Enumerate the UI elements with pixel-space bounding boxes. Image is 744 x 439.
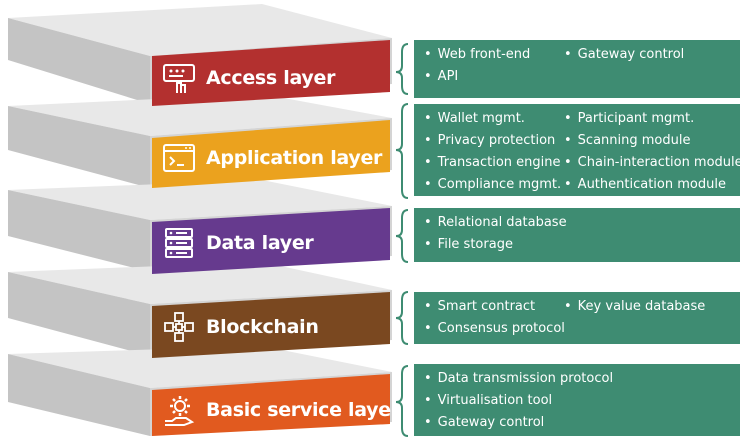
panel-item: Participant mgmt. (564, 109, 740, 128)
gear-hand-icon (165, 396, 195, 426)
basic-service-layer-label: Basic service layer (162, 390, 400, 430)
basic-service-layer-panel: Data transmission protocol Virtualisatio… (414, 364, 740, 436)
panel-item: Consensus protocol (424, 319, 740, 338)
panel-item: Relational database (424, 213, 740, 232)
panel-item: Compliance mgmt. (424, 175, 564, 194)
data-layer-title: Data layer (206, 232, 314, 254)
panel-item: Key value database (564, 297, 740, 316)
panel-item: Gateway control (424, 413, 740, 432)
data-layer-face (152, 208, 390, 274)
panel-item: Gateway control (564, 45, 740, 64)
panel-item: Scanning module (564, 131, 740, 150)
data-layer-label: Data layer (162, 222, 314, 264)
blockchain-layer-panel: Smart contract Key value database Consen… (414, 292, 740, 344)
panel-item: API (424, 67, 564, 86)
panel-item: File storage (424, 235, 740, 254)
access-layer-title: Access layer (206, 67, 336, 89)
panel-item: Privacy protection (424, 131, 564, 150)
server-stack-icon (165, 228, 193, 258)
panel-item: Smart contract (424, 297, 564, 316)
panel-item: Authentication module (564, 175, 740, 194)
blockchain-layer-title: Blockchain (206, 316, 319, 338)
access-layer-face (152, 40, 390, 106)
blockchain-layer-label: Blockchain (162, 306, 319, 348)
application-layer-panel: Wallet mgmt. Participant mgmt. Privacy p… (414, 104, 743, 196)
application-layer-title: Application layer (206, 147, 383, 169)
network-cubes-icon (164, 312, 194, 342)
panel-item: Chain-interaction module (564, 153, 743, 172)
access-layer-label: Access layer (162, 58, 335, 98)
basic-service-layer-title: Basic service layer (206, 399, 400, 421)
application-layer-label: Application layer (162, 136, 382, 180)
basic-service-layer-face (152, 374, 390, 436)
panel-item: Wallet mgmt. (424, 109, 564, 128)
panel-item: Data transmission protocol (424, 369, 740, 388)
application-layer-face (152, 120, 390, 188)
remote-control-hand-icon (163, 64, 195, 93)
browser-window-code-icon (163, 144, 195, 172)
panel-item: Web front-end (424, 45, 564, 64)
panel-item: Virtualisation tool (424, 391, 740, 410)
braces (395, 43, 409, 437)
access-layer-panel: Web front-end Gateway control API (414, 40, 740, 98)
panel-item: Transaction engine (424, 153, 564, 172)
data-layer-panel: Relational database File storage (414, 208, 740, 262)
blockchain-layer-face (152, 292, 390, 358)
